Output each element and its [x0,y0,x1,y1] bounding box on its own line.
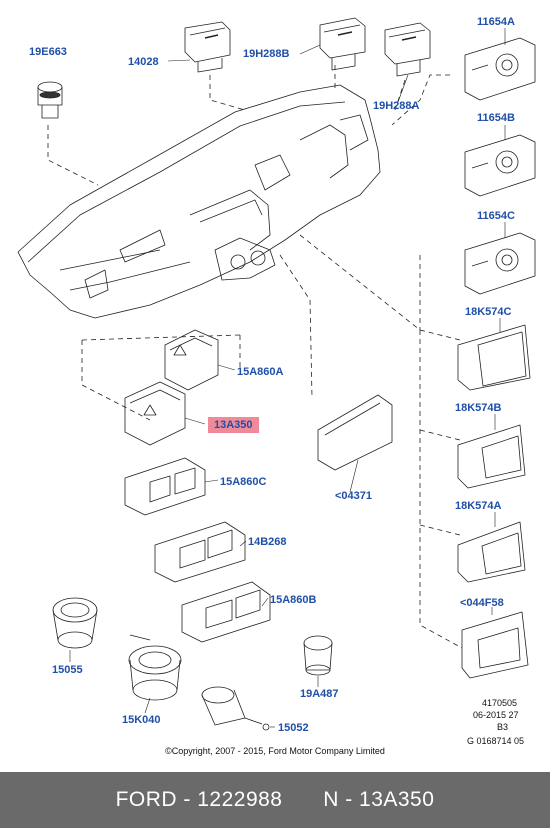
part-15055-drawing [52,597,98,649]
part-15a860b-drawing [181,581,271,643]
part-19e663-drawing [37,81,63,119]
part-13a350-drawing [124,381,186,446]
label-18k574a: 18K574A [455,500,502,512]
part-044f58-drawing [461,611,529,679]
label-15a860b: 15A860B [270,594,317,606]
label-18k574b: 18K574B [455,402,502,414]
part-15k040-drawing [128,634,182,701]
label-14b268: 14B268 [248,536,287,548]
label-15k040: 15K040 [122,714,161,726]
label-18k574c: 18K574C [465,306,512,318]
label-13a350-highlighted: 13A350 [208,417,259,433]
footer-part-number: FORD - 1222988 [115,788,283,811]
label-15a860a: 15A860A [237,366,284,378]
label-19a487: 19A487 [300,688,339,700]
label-11654c: 11654C [477,210,515,222]
leader-lines [47,65,463,649]
part-19a487-drawing [303,635,333,676]
copyright-notice: ©Copyright, 2007 - 2015, Ford Motor Comp… [165,746,385,756]
part-14b268-drawing [154,521,246,583]
part-15a860a-drawing [164,329,219,391]
label-pointers [69,28,506,728]
part-04371-drawing [317,394,393,471]
parts-diagram: 19E663 14028 19H288B 19H288A 11654A 1165… [17,16,536,756]
part-15a860c-drawing [124,457,206,516]
label-11654a: 11654A [477,16,515,28]
label-04371: <04371 [335,490,373,502]
label-15052: 15052 [278,722,309,734]
part-18k574-drawings [457,324,531,583]
meta-code-2: 06-2015 27 [473,710,519,720]
label-11654b: 11654B [477,112,515,124]
label-19h288a: 19H288A [373,100,420,112]
part-15052-drawing [201,686,270,731]
part-11654-drawings [464,37,536,295]
label-15055: 15055 [52,664,83,676]
meta-code-1: 4170505 [482,698,518,708]
label-19h288b: 19H288B [243,48,290,60]
part-19h288a-drawing [384,22,431,77]
dashboard-outline [17,84,381,319]
part-19h288b-drawing [319,17,366,71]
part-14028-drawing [184,21,231,73]
label-14028: 14028 [128,56,159,68]
meta-code-3: B3 [497,722,509,732]
footer-bar: FORD - 1222988 N - 13A350 [0,772,550,828]
label-15a860c: 15A860C [220,476,267,488]
meta-code-4: G 0168714 05 [467,736,525,746]
label-19e663: 19E663 [29,46,67,58]
diagram-drawing [17,17,536,731]
footer-ford-number: N - 13A350 [323,788,435,811]
label-044f58: <044F58 [460,597,504,609]
